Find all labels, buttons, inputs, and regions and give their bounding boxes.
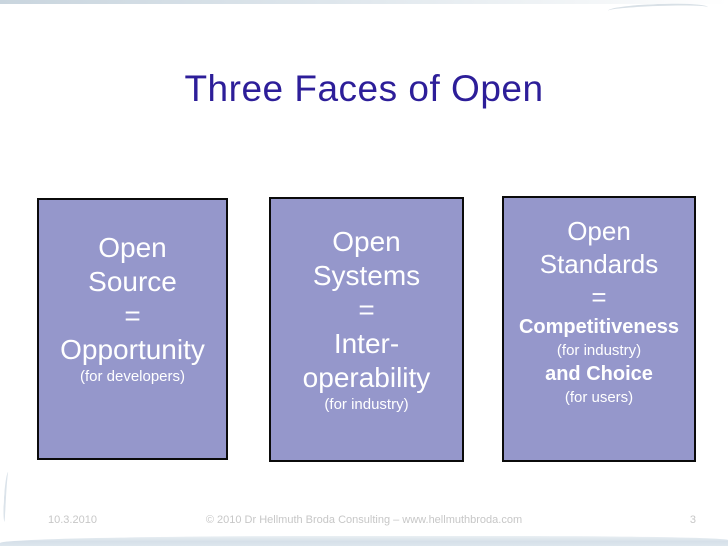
box-line: Open — [567, 216, 631, 246]
box-subline: (for users) — [564, 389, 634, 406]
box-open-systems: Open Systems = Inter- operability (for i… — [269, 197, 464, 462]
box-line: Competitiveness — [518, 316, 680, 338]
box-line: Inter- — [333, 328, 400, 359]
box-subline: (for industry) — [556, 342, 642, 359]
box-line: Open — [98, 232, 167, 263]
box-line: Opportunity — [60, 334, 205, 365]
box-line: Source — [88, 266, 177, 297]
equals-sign: = — [591, 282, 607, 312]
slide-title: Three Faces of Open — [184, 68, 544, 109]
box-open-source: Open Source = Opportunity (for developer… — [37, 198, 228, 460]
scan-artifact-top — [0, 0, 728, 4]
equals-sign: = — [124, 300, 141, 331]
box-subline: (for developers) — [79, 368, 186, 385]
box-subline: (for industry) — [324, 396, 409, 413]
box-open-standards: Open Standards = Competitiveness (for in… — [502, 196, 696, 462]
scan-artifact-top-right — [607, 2, 709, 16]
box-line: operability — [302, 362, 431, 393]
footer-copyright: © 2010 Dr Hellmuth Broda Consulting – ww… — [205, 514, 523, 526]
box-line: Systems — [312, 260, 421, 291]
box-line: and Choice — [545, 363, 653, 385]
slide-footer: 10.3.2010 © 2010 Dr Hellmuth Broda Consu… — [0, 512, 728, 530]
footer-page-number: 3 — [689, 514, 696, 526]
equals-sign: = — [358, 294, 375, 325]
footer-date: 10.3.2010 — [48, 514, 97, 526]
box-line: Open — [332, 226, 401, 257]
box-line: Standards — [539, 249, 659, 279]
scan-artifact-bottom — [0, 536, 728, 546]
